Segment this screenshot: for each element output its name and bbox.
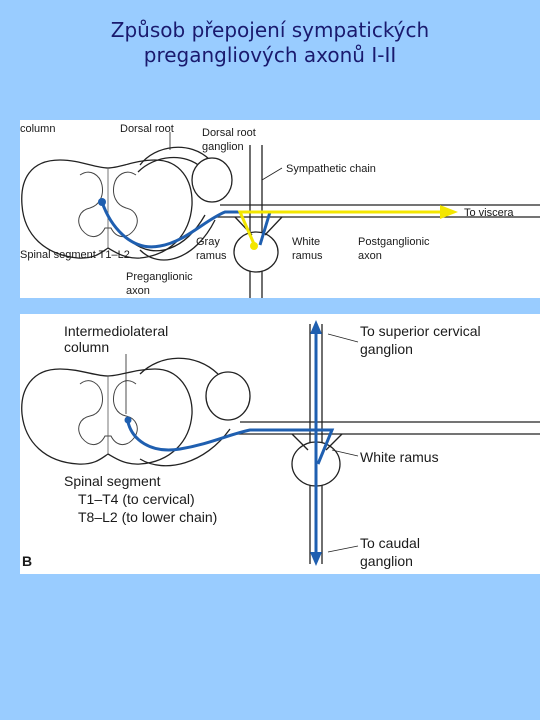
label-sup-cervical-2: ganglion [360,341,413,357]
label-caudal-2: ganglion [360,553,413,569]
diagram-panel-b: Intermediolateral column To superior cer… [20,314,540,574]
label-spinal-segment-a: Spinal segment T1–L2 [20,249,130,261]
slide-title-line1: Způsob přepojení sympatických [110,18,430,42]
label-white-ramus-b: White ramus [360,449,439,465]
diagram-b-svg: Intermediolateral column To superior cer… [21,320,540,569]
panel-letter-b: B [22,553,32,569]
slide-title: Způsob přepojení sympatických preganglio… [0,18,540,68]
dorsal-root-ganglion-a [191,157,233,203]
label-imlc-2: column [64,339,109,355]
label-pre-2: axon [126,285,150,297]
dorsal-root-ganglion-b [205,371,251,421]
postganglionic-axon-a [237,210,440,245]
preganglionic-axon-b [126,421,335,465]
diagram-a-svg: column Dorsal root Dorsal root ganglion … [20,123,540,298]
slide-title-line2: pregangliových axonů I-II [143,43,397,67]
label-seg-3: T8–L2 (to lower chain) [78,509,217,525]
label-imlc-1: Intermediolateral [64,323,168,339]
label-pre-1: Preganglionic [126,271,193,283]
label-drg-1: Dorsal root [202,127,256,139]
label-drg-2: ganglion [202,141,244,153]
label-gray-1: Gray [196,236,220,248]
preganglionic-axon-a [100,201,273,249]
label-seg-1: Spinal segment [64,473,161,489]
dorsal-root-a [139,146,211,166]
label-symp-chain: Sympathetic chain [286,163,376,175]
label-post-1: Postganglionic [358,236,430,248]
label-gray-2: ramus [196,250,227,262]
label-column: column [20,123,55,135]
label-caudal-1: To caudal [360,535,420,551]
label-to-viscera: To viscera [464,207,514,219]
arrow-up-b [310,320,322,334]
diagram-panel-a: column Dorsal root Dorsal root ganglion … [20,120,540,298]
label-seg-2: T1–T4 (to cervical) [78,491,195,507]
label-dorsal-root: Dorsal root [120,123,174,135]
arrow-down-b [310,552,322,566]
viscera-arrow [440,205,458,219]
label-white-1: White [292,236,320,248]
chain-ganglion-a [233,231,279,273]
spinal-cord-b [21,368,193,465]
spinal-cord-a [21,159,193,259]
label-post-2: axon [358,250,382,262]
label-white-2: ramus [292,250,323,262]
label-sup-cervical-1: To superior cervical [360,323,481,339]
